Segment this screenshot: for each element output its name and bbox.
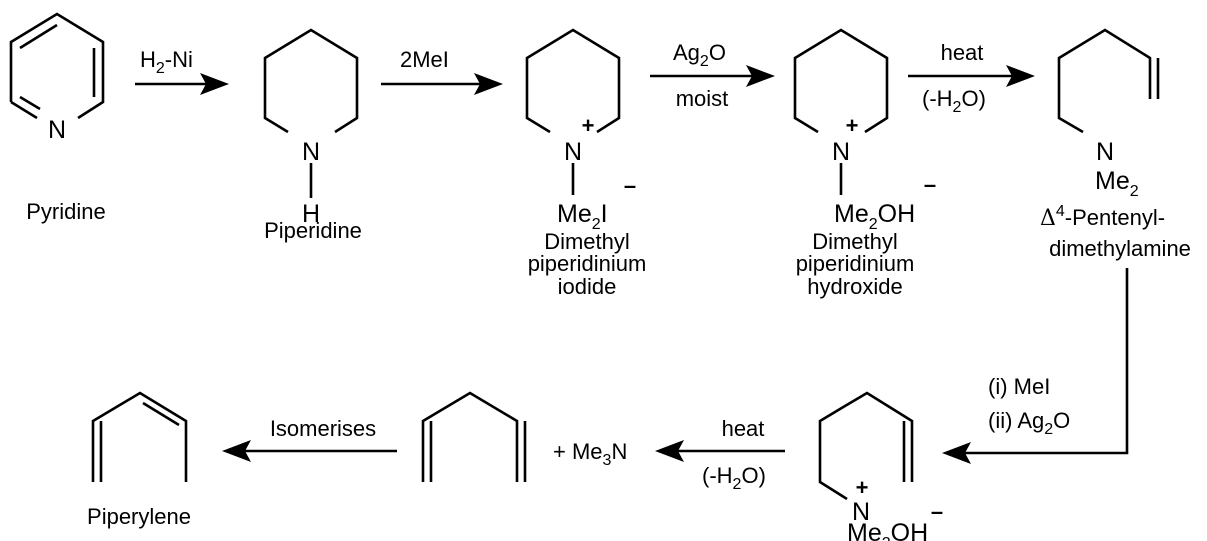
piperylene-name: Piperylene bbox=[87, 504, 191, 529]
pentenylamine-name: Δ4-Pentenyl- dimethylamine bbox=[1040, 203, 1191, 261]
hydroxide-plus-charge: + bbox=[846, 113, 859, 138]
hydroxide-name: Dimethyl piperidinium hydroxide bbox=[796, 229, 915, 299]
condition-minus-water-1: (-H2O) bbox=[922, 86, 986, 116]
pentadiene-chain-bonds bbox=[421, 391, 519, 482]
iodide-me2i-label: Me2I bbox=[557, 200, 608, 233]
pyridine-double-bond bbox=[19, 23, 58, 50]
reagent-mei: (i) MeI bbox=[988, 374, 1050, 399]
pyridine-ring-bond-n bbox=[10, 100, 38, 120]
piperylene-double-bond bbox=[142, 401, 180, 427]
pentenylamine-name-line1: Δ4-Pentenyl- bbox=[1040, 203, 1165, 231]
piperidine-name: Piperidine bbox=[264, 218, 362, 243]
hydroxide-name-line: hydroxide bbox=[807, 274, 902, 299]
pentenylamine-name-line2: dimethylamine bbox=[1049, 236, 1191, 261]
condition-heat-2: heat bbox=[722, 416, 765, 441]
piperidine-hydrogen-label: H bbox=[302, 200, 320, 228]
iodide-name-line: Dimethyl bbox=[544, 229, 630, 254]
iodide-name-line: piperidinium bbox=[528, 251, 647, 276]
quat2-chain-bonds bbox=[818, 391, 914, 501]
piperylene-structure bbox=[91, 391, 188, 482]
iodide-minus-charge: – bbox=[624, 173, 636, 198]
arrow-isomerisation bbox=[222, 440, 397, 462]
iodide-ring-bonds bbox=[525, 28, 621, 134]
arrow-methylation bbox=[381, 73, 503, 95]
arrow-exhaustive-methylation bbox=[942, 268, 1129, 464]
iodide-nitrogen-label: N bbox=[564, 138, 582, 166]
condition-isomerises: Isomerises bbox=[270, 416, 376, 441]
hydroxide-nitrogen-label: N bbox=[832, 138, 850, 166]
pentenylamine-structure: N Me2 bbox=[1057, 28, 1160, 200]
pyridine-double-bond bbox=[19, 95, 41, 111]
condition-minus-water-2: (-H2O) bbox=[702, 463, 766, 493]
pentenylamine-chain-bonds bbox=[1057, 28, 1152, 134]
iodide-plus-charge: + bbox=[582, 113, 595, 138]
piperylene-chain-bonds bbox=[91, 391, 188, 482]
pentadiene-structure bbox=[421, 391, 527, 482]
reagent-ag2o-2: (ii) Ag2O bbox=[988, 408, 1070, 438]
arrow-hydrogenation bbox=[135, 73, 229, 95]
piperidine-ring-bonds bbox=[263, 28, 359, 134]
quat2-minus-charge: – bbox=[931, 499, 943, 524]
pentenylamine-me2-label: Me2 bbox=[1095, 167, 1139, 200]
trimethylamine-label: + Me3N bbox=[553, 439, 627, 469]
reagent-ag2o: Ag2O bbox=[673, 40, 726, 70]
hydroxide-structure: N + Me2OH – bbox=[793, 28, 936, 233]
pyridine-structure: N bbox=[9, 12, 105, 144]
hydroxide-name-line: piperidinium bbox=[796, 251, 915, 276]
reagent-h2-ni: H2-Ni bbox=[140, 47, 193, 77]
quat2-structure: N + Me2OH – bbox=[818, 391, 943, 541]
arrow-heat-2 bbox=[655, 440, 785, 462]
condition-heat-1: heat bbox=[941, 40, 984, 65]
pyridine-nitrogen-label: N bbox=[48, 116, 66, 144]
arrow-silver-oxide bbox=[650, 65, 775, 87]
condition-moist: moist bbox=[676, 86, 729, 111]
piperidine-structure: N H bbox=[263, 28, 359, 228]
hydroxide-minus-charge: – bbox=[924, 172, 936, 197]
quat2-plus-charge: + bbox=[856, 475, 869, 500]
hydroxide-name-line: Dimethyl bbox=[812, 229, 898, 254]
pentenylamine-nitrogen-label: N bbox=[1096, 138, 1114, 166]
pyridine-ring-bonds bbox=[9, 12, 105, 120]
reagent-2mei: 2MeI bbox=[400, 47, 449, 72]
iodide-name-line: iodide bbox=[558, 274, 617, 299]
iodide-structure: N + Me2I – bbox=[525, 28, 636, 233]
quat2-me2oh-label: Me2OH bbox=[847, 519, 928, 541]
hydroxide-me2oh-label: Me2OH bbox=[834, 200, 915, 233]
pyridine-name: Pyridine bbox=[26, 199, 105, 224]
hydroxide-ring-bonds bbox=[793, 28, 889, 134]
piperidine-nitrogen-label: N bbox=[302, 138, 320, 166]
iodide-name: Dimethyl piperidinium iodide bbox=[528, 229, 647, 299]
quat2-nitrogen-label: N bbox=[852, 498, 870, 526]
arrow-heat-1 bbox=[908, 65, 1035, 87]
